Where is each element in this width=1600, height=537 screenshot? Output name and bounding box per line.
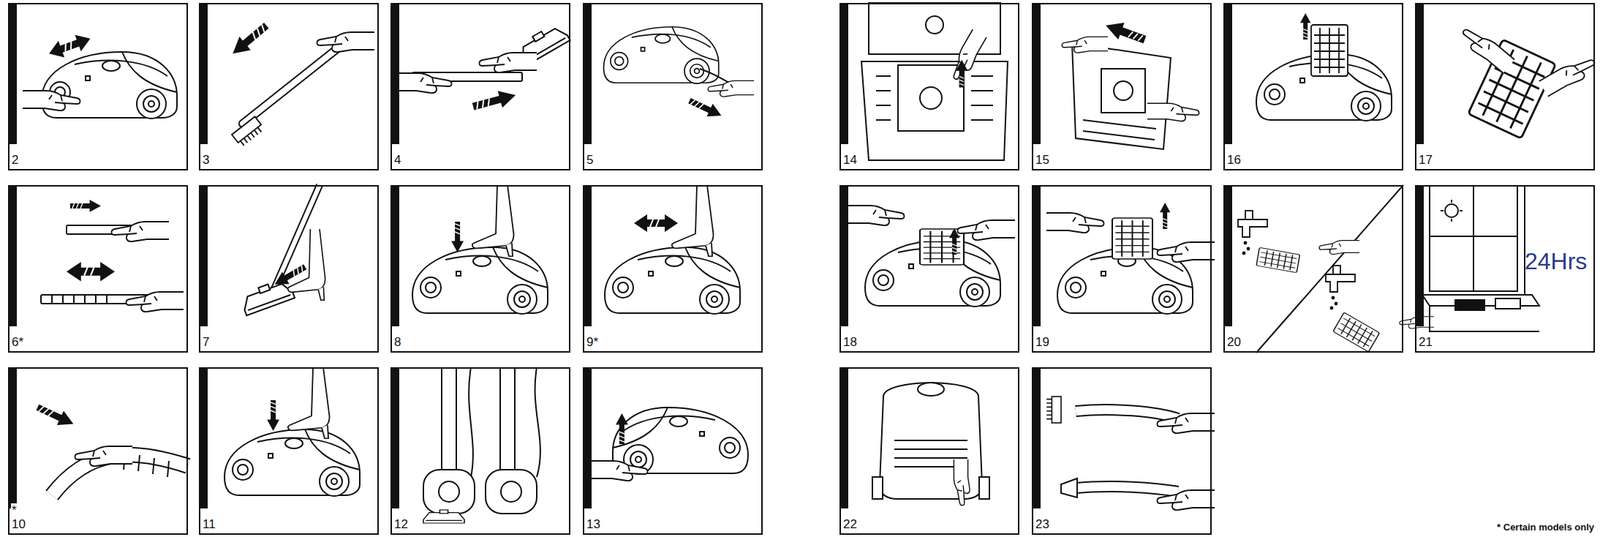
step-panel: 23 bbox=[1031, 367, 1212, 535]
step-panel: 4 bbox=[390, 2, 571, 171]
step-number: 3 bbox=[201, 152, 210, 167]
step-panel: 18 bbox=[839, 185, 1020, 353]
step-panel: 13 bbox=[582, 367, 763, 535]
step-panel: 7 bbox=[198, 185, 379, 353]
panel-illustration bbox=[40, 199, 184, 312]
step-number: 13 bbox=[585, 517, 602, 531]
step-number: 11 bbox=[201, 517, 217, 531]
step-number: 2 bbox=[10, 152, 20, 167]
step-panel: 15 bbox=[1031, 2, 1212, 171]
panel-illustration bbox=[22, 29, 177, 119]
panel-illustration bbox=[872, 382, 990, 506]
step-panel: 14 bbox=[839, 2, 1020, 171]
panel-illustration bbox=[846, 205, 1015, 307]
step-number: 18 bbox=[842, 334, 858, 349]
panel-illustration bbox=[412, 185, 548, 314]
step-panel: 11 bbox=[198, 367, 379, 535]
step-panel: 20 bbox=[1223, 185, 1404, 353]
step-number: 23 bbox=[1034, 517, 1051, 531]
panel-illustration bbox=[861, 2, 1008, 161]
step-panel: 8 bbox=[390, 185, 571, 353]
panel-illustration bbox=[227, 19, 375, 148]
step-number: 4 bbox=[393, 152, 402, 167]
panel-illustration bbox=[604, 185, 741, 314]
panel-illustration bbox=[1422, 185, 1540, 332]
panel-illustration bbox=[604, 27, 755, 123]
step-note: 24Hrs bbox=[1524, 249, 1587, 273]
panel-illustration bbox=[1238, 185, 1435, 353]
step-panel: 10* bbox=[8, 367, 188, 535]
step-panel: 6* bbox=[8, 185, 188, 353]
panel-illustration bbox=[34, 400, 188, 496]
panel-illustration bbox=[224, 367, 360, 496]
step-number: 12 bbox=[393, 517, 409, 531]
panel-illustration bbox=[1458, 22, 1600, 139]
step-number: 17 bbox=[1417, 152, 1434, 167]
step-number: 14 bbox=[842, 152, 858, 167]
step-note: * bbox=[10, 503, 18, 518]
panel-illustration bbox=[239, 185, 326, 316]
panel-illustration bbox=[590, 407, 749, 481]
footnote: * Certain models only bbox=[1496, 521, 1595, 533]
step-number: 20 bbox=[1226, 334, 1242, 349]
step-panel: 12 bbox=[390, 367, 571, 535]
step-number: 8 bbox=[393, 334, 402, 349]
step-number: 9* bbox=[585, 334, 599, 349]
step-number: 21 bbox=[1417, 334, 1434, 349]
panel-illustration bbox=[1046, 396, 1215, 510]
step-number: 10 bbox=[10, 517, 27, 531]
step-panel: 5 bbox=[582, 2, 763, 171]
step-panel: 21 24Hrs bbox=[1414, 185, 1595, 353]
step-number: 19 bbox=[1034, 334, 1051, 349]
step-number: 22 bbox=[842, 517, 858, 531]
step-number: 15 bbox=[1034, 152, 1051, 167]
step-number: 7 bbox=[201, 334, 210, 349]
step-number: 5 bbox=[585, 152, 594, 167]
panel-illustration bbox=[423, 367, 541, 523]
step-number: 16 bbox=[1226, 152, 1242, 167]
panel-illustration bbox=[1046, 202, 1215, 314]
panel-illustration bbox=[394, 21, 571, 115]
panel-illustration bbox=[1061, 18, 1199, 150]
step-panel: 22 bbox=[839, 367, 1020, 535]
step-panel: 2 bbox=[8, 2, 188, 171]
panel-illustration bbox=[1256, 13, 1392, 121]
step-panel: 19 bbox=[1031, 185, 1212, 353]
step-panel: 9* bbox=[582, 185, 763, 353]
step-panel: 17 bbox=[1414, 2, 1595, 171]
step-panel: 16 bbox=[1223, 2, 1404, 171]
step-panel: 3 bbox=[198, 2, 379, 171]
step-number: 6* bbox=[10, 334, 25, 349]
